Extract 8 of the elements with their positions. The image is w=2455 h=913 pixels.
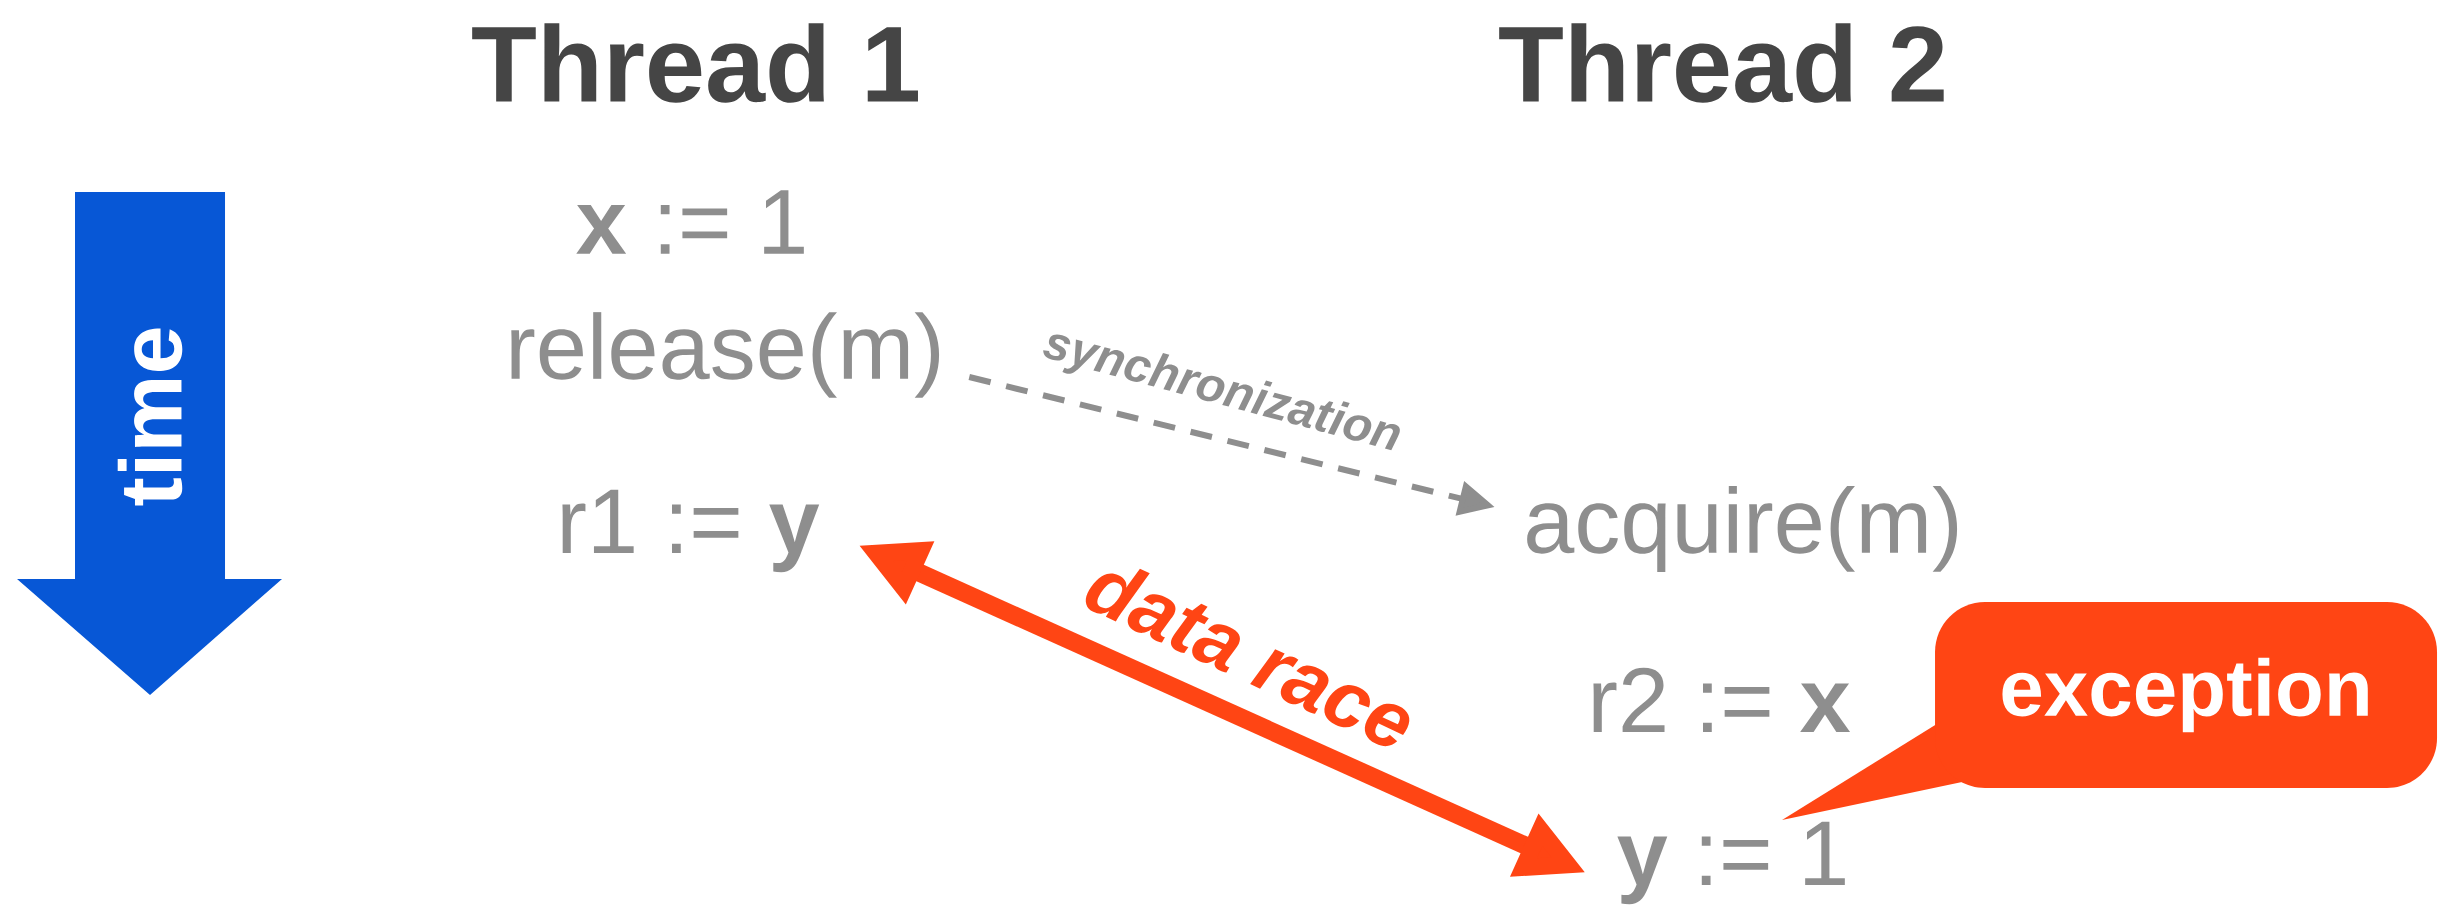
code-statement: release(m) — [511, 312, 940, 398]
column-heading: Thread 2 — [1499, 23, 1944, 103]
column-heading: Thread 1 — [472, 23, 918, 103]
code-statement: r1 := y — [562, 489, 820, 573]
edge-label: data race — [1085, 568, 1410, 747]
code-statement: y := 1 — [1617, 821, 1845, 905]
code-statement: x := 1 — [576, 190, 804, 254]
code-statement: acquire(m) — [1527, 486, 1958, 572]
